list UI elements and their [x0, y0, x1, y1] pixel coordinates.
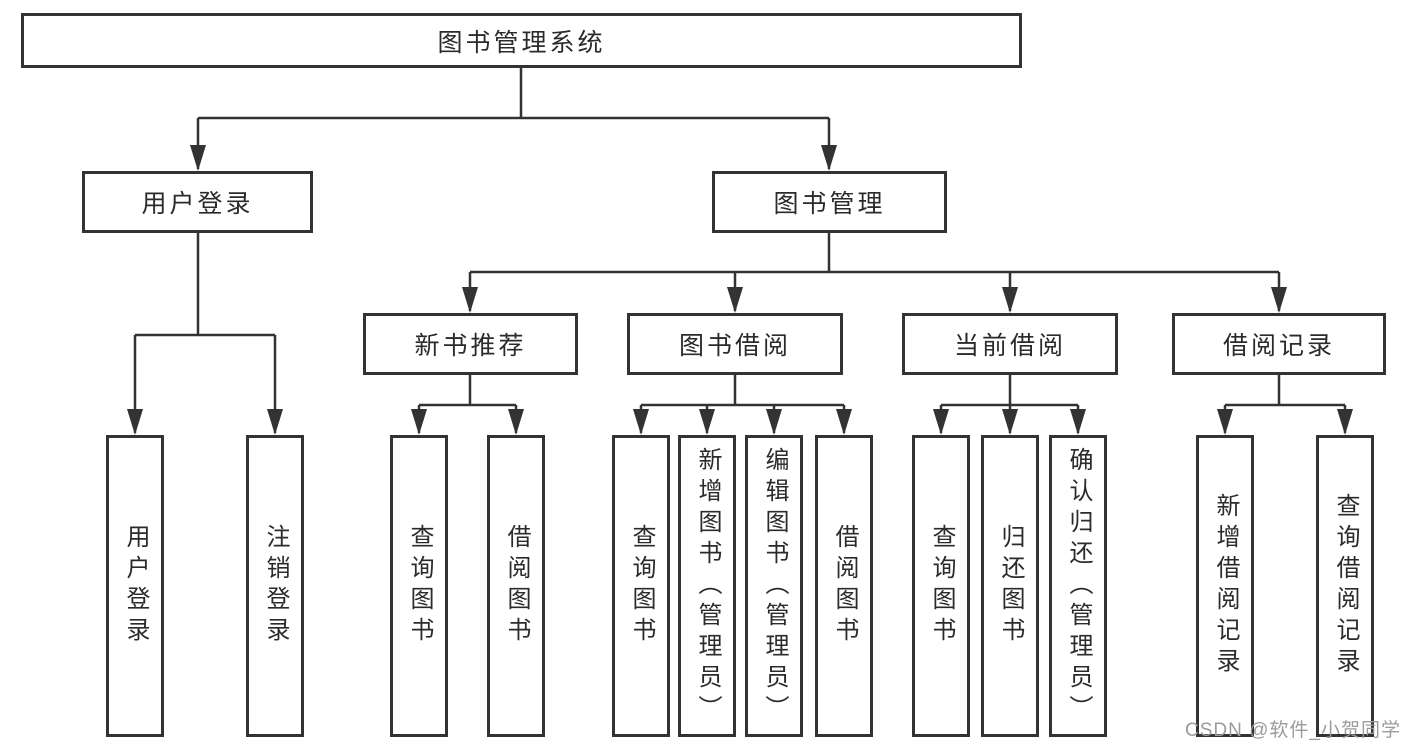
- arrowhead: [727, 287, 743, 313]
- connector-book: [468, 233, 1281, 311]
- leaf-recommend-query-books: 查询图书: [390, 435, 448, 737]
- leaf-recommend-borrow-books: 借阅图书: [487, 435, 545, 737]
- node-current-borrow: 当前借阅: [902, 313, 1118, 375]
- connector-recommend: [417, 375, 518, 433]
- arrowhead: [1337, 409, 1353, 435]
- leaf-borrow-query-books: 查询图书: [612, 435, 670, 737]
- connector-current: [939, 375, 1080, 433]
- leaf-user-login: 用户登录: [106, 435, 164, 737]
- arrowhead: [633, 409, 649, 435]
- arrowhead: [821, 145, 837, 171]
- leaf-query-borrow-record: 查询借阅记录: [1316, 435, 1374, 737]
- leaf-add-book-admin: 新增图书（管理员）: [678, 435, 736, 737]
- leaf-add-borrow-record: 新增借阅记录: [1196, 435, 1254, 737]
- arrowhead: [1002, 409, 1018, 435]
- leaf-logout: 注销登录: [246, 435, 304, 737]
- arrowhead: [1070, 409, 1086, 435]
- arrowhead: [1271, 287, 1287, 313]
- leaf-return-books: 归还图书: [981, 435, 1039, 737]
- connector-records: [1223, 375, 1347, 433]
- arrowhead: [462, 287, 478, 313]
- arrowhead: [1217, 409, 1233, 435]
- leaf-confirm-return-admin: 确认归还（管理员）: [1049, 435, 1107, 737]
- arrowhead: [1002, 287, 1018, 313]
- connector-borrow: [639, 375, 846, 433]
- node-user-login-branch: 用户登录: [82, 171, 313, 233]
- node-book-management-branch: 图书管理: [712, 171, 947, 233]
- connector-user: [133, 233, 277, 433]
- node-new-book-recommend: 新书推荐: [363, 313, 578, 375]
- leaf-borrow-borrow-books: 借阅图书: [815, 435, 873, 737]
- arrowhead: [267, 409, 283, 435]
- arrowhead: [508, 409, 524, 435]
- arrowhead: [190, 145, 206, 171]
- arrowhead: [411, 409, 427, 435]
- arrowhead: [836, 409, 852, 435]
- node-borrow-records: 借阅记录: [1172, 313, 1386, 375]
- csdn-watermark: CSDN @软件_小贺同学: [1185, 720, 1401, 741]
- arrowhead: [127, 409, 143, 435]
- arrowhead: [699, 409, 715, 435]
- connector-root: [196, 68, 831, 169]
- arrowhead: [933, 409, 949, 435]
- leaf-edit-book-admin: 编辑图书（管理员）: [745, 435, 803, 737]
- node-book-borrow: 图书借阅: [627, 313, 843, 375]
- leaf-current-query-books: 查询图书: [912, 435, 970, 737]
- node-root: 图书管理系统: [21, 13, 1022, 68]
- arrowhead: [766, 409, 782, 435]
